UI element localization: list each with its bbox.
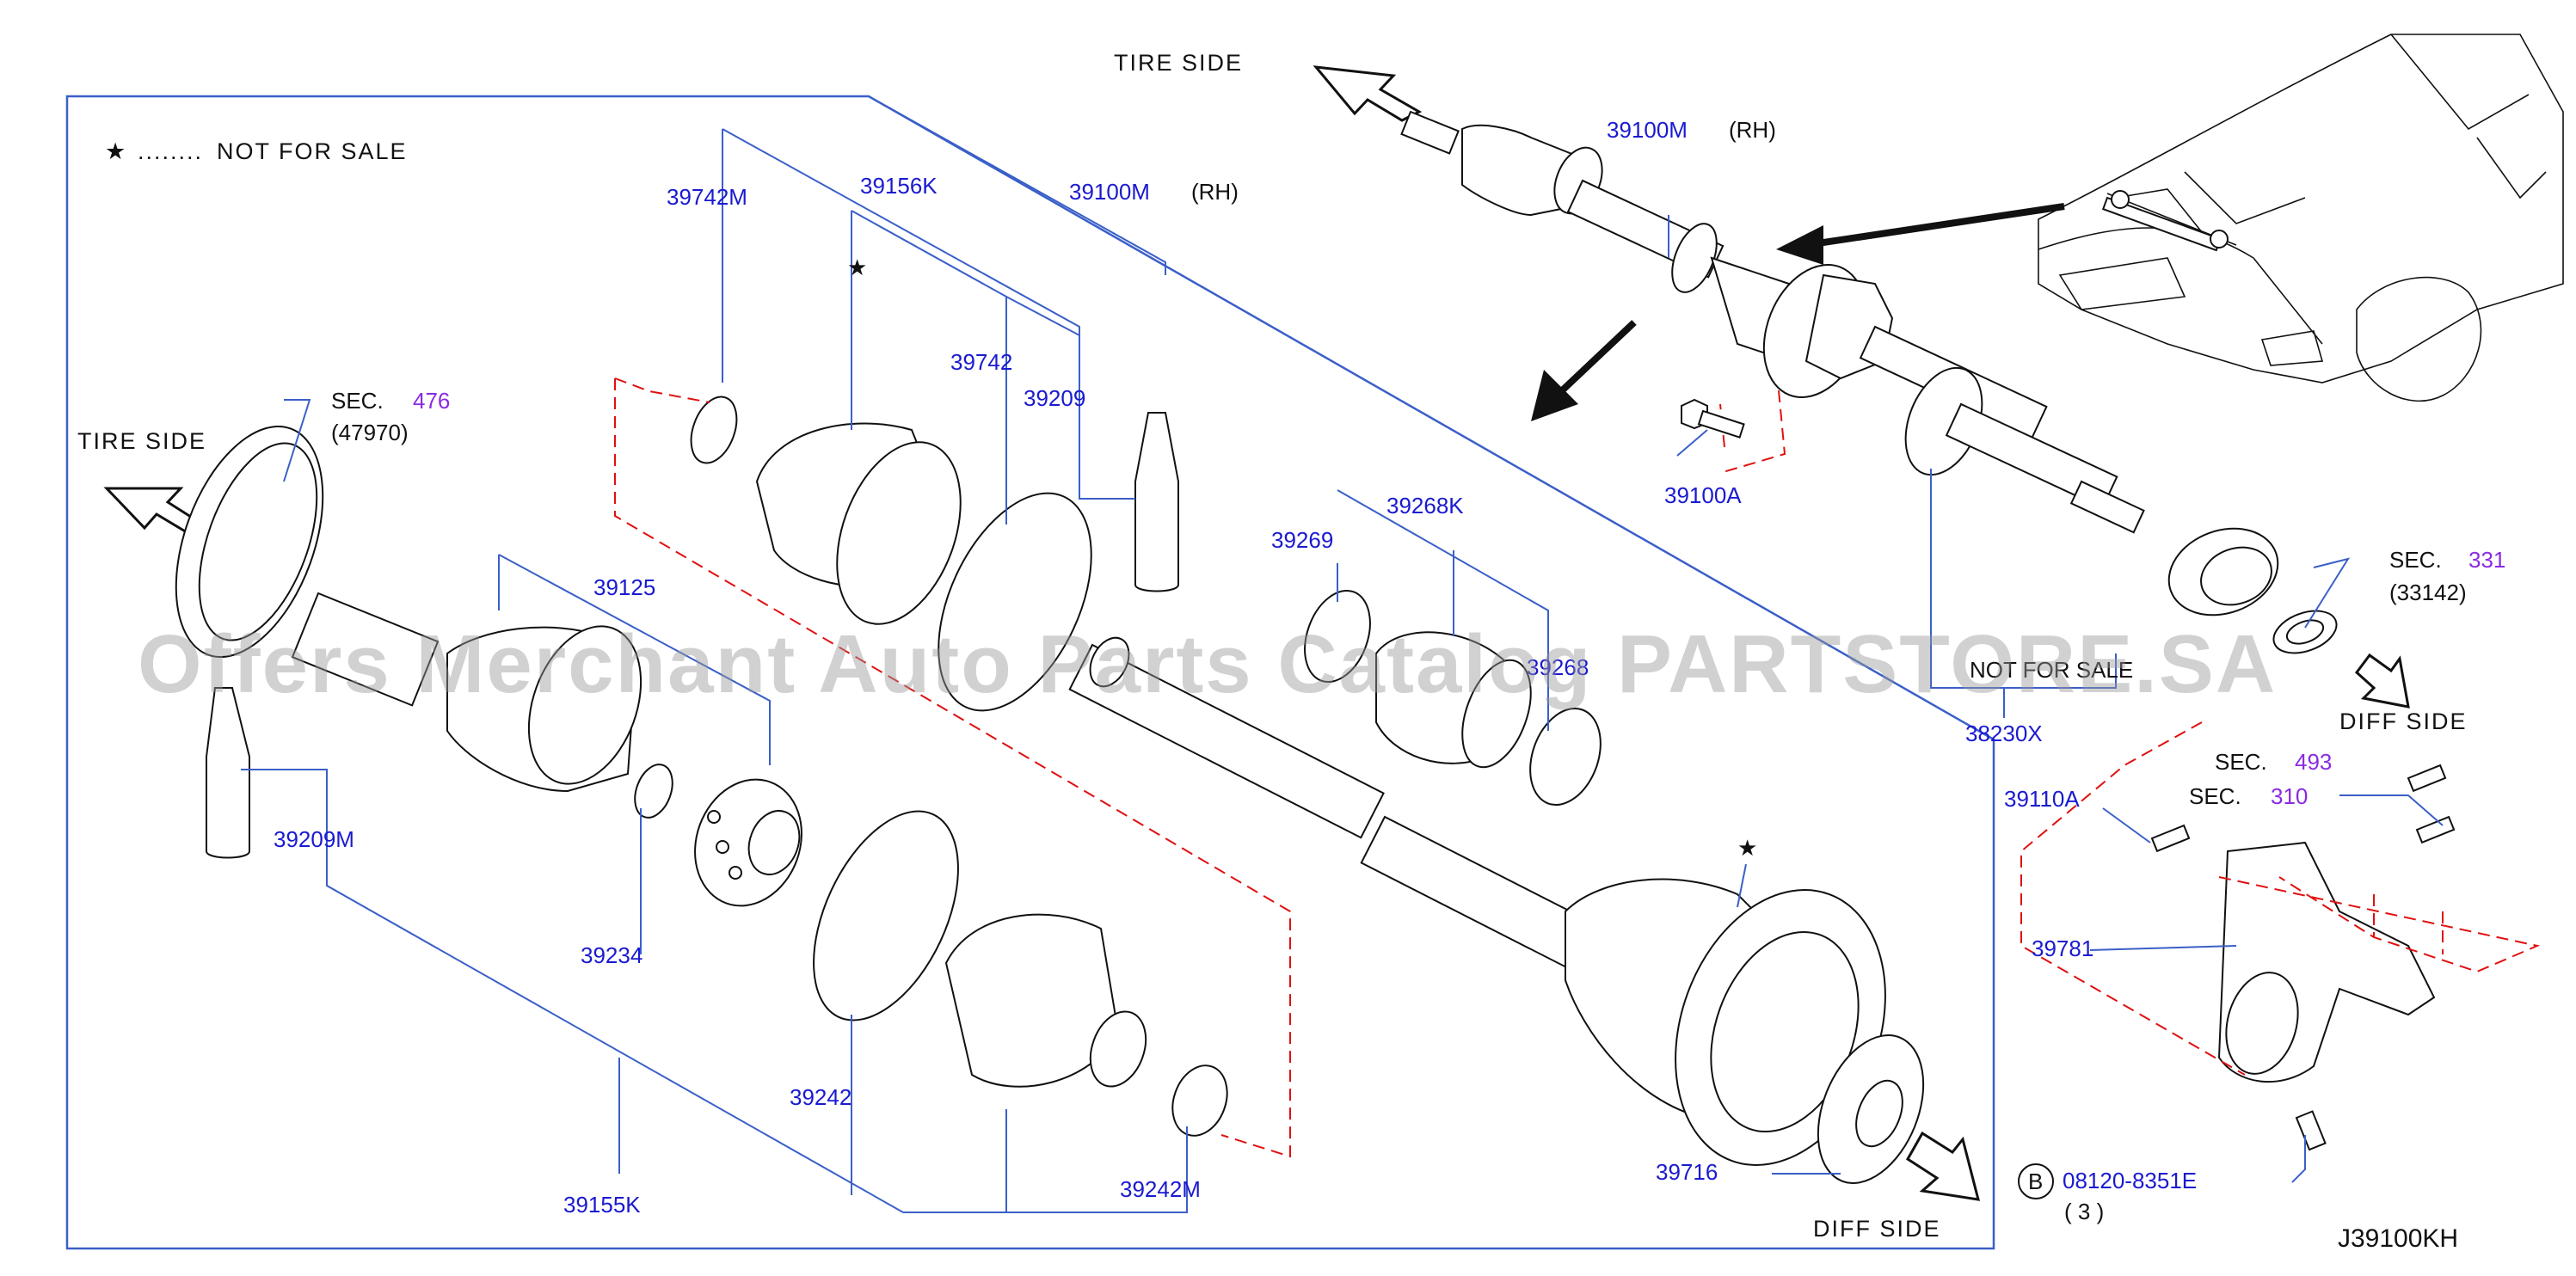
location-arrows xyxy=(1531,203,2065,421)
watermark: Offers Merchant Auto Parts Catalog PARTS… xyxy=(138,618,2277,710)
label-39100A: 39100A xyxy=(1664,482,1742,508)
damper-39268K xyxy=(1375,631,1532,769)
diff-side-arrow-bottom xyxy=(1905,1131,1981,1201)
legend-star: ★ xyxy=(105,138,127,164)
tire-side-label-left: TIRE SIDE xyxy=(77,428,206,454)
tire-side-label-top: TIRE SIDE xyxy=(1114,50,1243,76)
label-39268K: 39268K xyxy=(1386,493,1464,518)
bolt-circle-icon xyxy=(2018,1163,2054,1199)
label-sec-310: SEC. xyxy=(2189,783,2241,809)
diff-side-arrow-right xyxy=(2354,653,2410,709)
grease-tube-39209 xyxy=(1134,412,1179,592)
label-39209M: 39209M xyxy=(274,826,354,852)
band-39269 xyxy=(1304,589,1371,684)
band-39268 xyxy=(1529,707,1602,807)
shaft-39100M xyxy=(1068,636,1601,973)
legend: ★ ........ NOT FOR SALE xyxy=(105,138,408,164)
label-sec-331: SEC. xyxy=(2389,547,2442,573)
label-39125: 39125 xyxy=(593,574,655,600)
label-sec-310-num: 310 xyxy=(2271,783,2308,809)
label-rh-top: (RH) xyxy=(1729,117,1776,143)
label-39781: 39781 xyxy=(2032,936,2093,961)
label-39155K: 39155K xyxy=(563,1192,641,1218)
label-sec-476-sub: (47970) xyxy=(331,420,409,445)
label-bolt-circle: B xyxy=(2028,1169,2043,1194)
boot-band-39242-left xyxy=(813,810,959,1021)
band-39742 xyxy=(938,492,1092,712)
sensor-ring xyxy=(175,425,324,659)
label-39209: 39209 xyxy=(1024,385,1085,411)
label-sec-476: SEC. xyxy=(331,388,384,414)
star-housing: ★ xyxy=(1737,835,1757,861)
label-not-for-sale-inline: NOT FOR SALE xyxy=(1970,657,2133,683)
label-39269: 39269 xyxy=(1271,527,1333,553)
assembled-drive-shaft xyxy=(1400,110,2145,534)
label-38230X: 38230X xyxy=(1965,721,2043,746)
bolt-39100A xyxy=(1681,398,1745,439)
car-illustration xyxy=(2038,34,2564,402)
tire-side-arrow-top xyxy=(1313,65,1423,122)
bracket-39781 xyxy=(2217,841,2436,1083)
label-39716: 39716 xyxy=(1656,1159,1718,1185)
band-39742M xyxy=(690,396,738,464)
label-sec-493: SEC. xyxy=(2215,749,2267,775)
leader-lines xyxy=(241,95,2444,1213)
boot-39242 xyxy=(944,913,1147,1088)
star-39156K: ★ xyxy=(847,255,867,280)
small-band-39242M xyxy=(1171,1064,1228,1137)
diff-side-label-right: DIFF SIDE xyxy=(2339,709,2468,734)
label-39110A: 39110A xyxy=(2004,786,2080,812)
label-39742M: 39742M xyxy=(667,184,747,210)
label-rh: (RH) xyxy=(1191,179,1239,205)
label-39268: 39268 xyxy=(1527,654,1589,680)
exploded-view-panel xyxy=(65,95,1995,1250)
label-39100M-top: 39100M xyxy=(1607,117,1688,143)
label-sec-493-num: 493 xyxy=(2295,749,2332,775)
label-sec-331-num: 331 xyxy=(2468,547,2505,573)
outer-joint-39125 xyxy=(291,592,642,793)
bearing-upper xyxy=(2167,527,2338,654)
label-39156K: 39156K xyxy=(860,173,938,199)
grease-tube-39209M xyxy=(206,687,250,859)
label-bolt-qty: ( 3 ) xyxy=(2064,1199,2104,1224)
boot-39156K xyxy=(755,422,962,625)
circlip-39234 xyxy=(634,764,673,819)
dust-cover-39716 xyxy=(1817,1034,1925,1184)
diagram-code: J39100KH xyxy=(2338,1224,2458,1253)
dashed-grouping-lines xyxy=(614,377,2541,1158)
label-39100M: 39100M xyxy=(1069,179,1150,205)
bolts-right xyxy=(2150,764,2456,1151)
label-sec-331-sub: (33142) xyxy=(2389,580,2467,605)
legend-not-for-sale: NOT FOR SALE xyxy=(217,138,408,164)
diff-side-label-bottom: DIFF SIDE xyxy=(1813,1216,1941,1242)
label-39242: 39242 xyxy=(790,1084,851,1110)
label-39242M: 39242M xyxy=(1120,1176,1201,1202)
label-39742: 39742 xyxy=(950,349,1012,375)
label-bolt-part: 08120-8351E xyxy=(2063,1168,2197,1193)
legend-dots: ........ xyxy=(138,138,203,164)
label-sec-476-num: 476 xyxy=(413,388,450,414)
label-39234: 39234 xyxy=(581,942,642,968)
inner-race-cage xyxy=(694,778,802,907)
